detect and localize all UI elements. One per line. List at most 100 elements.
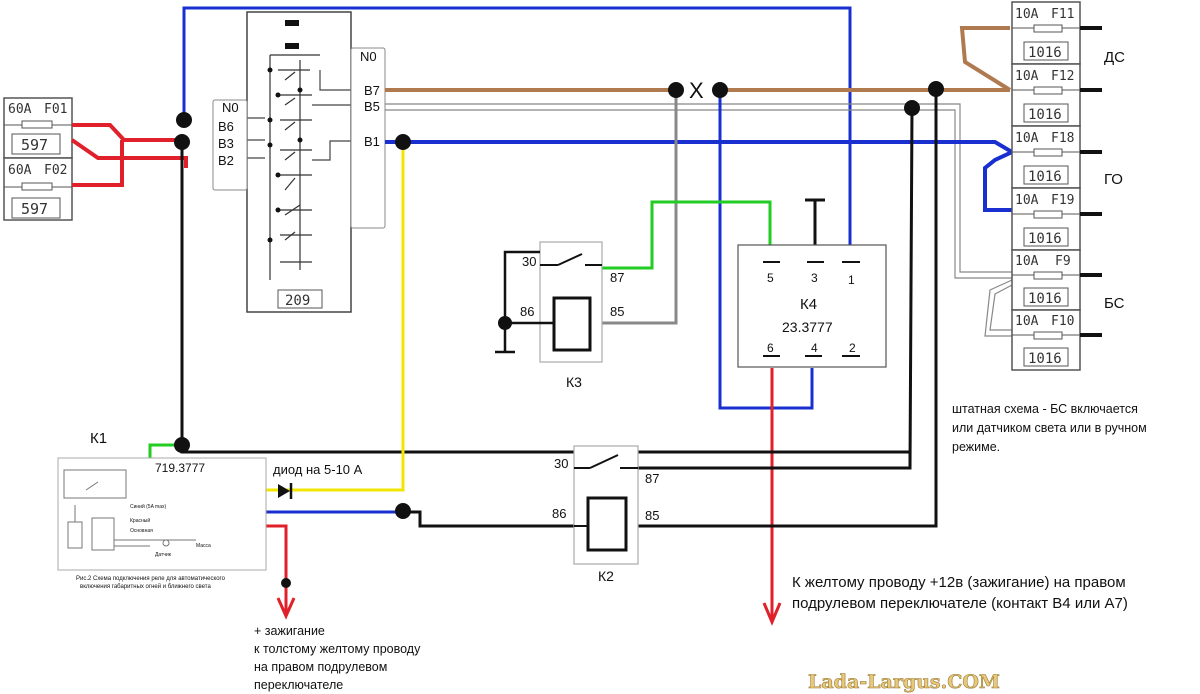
svg-text:F02: F02 — [44, 163, 67, 178]
black-wire-k2-85 — [628, 90, 938, 528]
svg-text:B2: B2 — [218, 153, 234, 168]
svg-text:2: 2 — [849, 341, 856, 355]
svg-text:B5: B5 — [364, 99, 380, 114]
svg-text:Масса: Масса — [196, 543, 211, 549]
note-ign-line2: к толстому желтому проводу — [254, 642, 421, 656]
svg-text:3: 3 — [811, 271, 818, 285]
green-wire-k3-k4 — [598, 200, 772, 270]
svg-text:F12: F12 — [1051, 69, 1074, 84]
blue-wire-k4 — [718, 90, 814, 410]
note-k4-line1: К желтому проводу +12в (зажигание) на пр… — [792, 574, 1126, 591]
svg-text:60A: 60A — [8, 102, 32, 117]
fuse-f9: 10A F9 1016 — [1011, 249, 1081, 311]
svg-text:N0: N0 — [222, 100, 239, 115]
svg-text:1016: 1016 — [1028, 231, 1062, 247]
note-standard-line2: или датчиком света или в ручном — [952, 421, 1147, 435]
svg-text:1016: 1016 — [1028, 107, 1062, 123]
svg-text:Датчик: Датчик — [155, 552, 172, 558]
svg-text:86: 86 — [520, 304, 534, 319]
svg-text:85: 85 — [610, 304, 624, 319]
svg-text:10A: 10A — [1015, 69, 1039, 84]
watermark: Lada-Largus.COM — [808, 671, 1000, 693]
fuse-block-right: 10A F11 1016 10A F12 1016 10A F18 1016 — [1011, 1, 1125, 371]
note-ignition: + зажигание к толстому желтому проводу н… — [254, 622, 420, 694]
svg-text:5: 5 — [767, 271, 774, 285]
svg-text:F10: F10 — [1051, 314, 1074, 329]
svg-text:1016: 1016 — [1028, 291, 1062, 307]
gray-wire-b5 — [385, 103, 1013, 337]
svg-text:209: 209 — [285, 293, 310, 309]
fuse-f10: 10A F10 1016 — [1011, 309, 1081, 371]
svg-text:1: 1 — [848, 273, 855, 287]
svg-text:Красный: Красный — [130, 517, 150, 524]
svg-text:1016: 1016 — [1028, 351, 1062, 367]
svg-text:N0: N0 — [360, 49, 377, 64]
brown-wire-b7 — [385, 26, 1012, 92]
group-bs: БС — [1104, 295, 1125, 312]
relay-k1: К1 719.3777 Синий (5A max) Красный Основ… — [57, 430, 267, 590]
blue-wire-b1 — [385, 140, 1017, 212]
svg-text:B7: B7 — [364, 83, 380, 98]
svg-text:10A: 10A — [1015, 314, 1039, 329]
svg-text:К3: К3 — [566, 374, 582, 390]
svg-text:Основная: Основная — [130, 528, 153, 534]
note-ign-line3: на правом подрулевом — [254, 660, 388, 674]
red-wire-k4-out — [762, 368, 782, 626]
svg-text:К1: К1 — [90, 430, 107, 447]
svg-text:1016: 1016 — [1028, 169, 1062, 185]
svg-text:F9: F9 — [1055, 254, 1071, 269]
group-go: ГО — [1104, 171, 1123, 188]
fuse-f19: 10A F19 1016 — [1011, 187, 1081, 251]
svg-text:30: 30 — [554, 456, 568, 471]
svg-text:10A: 10A — [1015, 7, 1039, 22]
svg-text:60A: 60A — [8, 163, 32, 178]
cut-mark: X — [689, 78, 704, 103]
svg-text:диод на 5-10 А: диод на 5-10 А — [273, 462, 363, 477]
note-standard-scheme: штатная схема - БС включается или датчик… — [952, 400, 1147, 457]
group-ds: ДС — [1104, 49, 1125, 66]
svg-text:B6: B6 — [218, 119, 234, 134]
diode: диод на 5-10 А — [273, 462, 363, 499]
svg-text:К2: К2 — [598, 568, 614, 584]
svg-text:10A: 10A — [1015, 254, 1039, 269]
svg-text:Рис.2 Схема подключения реле д: Рис.2 Схема подключения реле для автомат… — [76, 576, 226, 582]
svg-text:4: 4 — [811, 341, 818, 355]
svg-text:10A: 10A — [1015, 193, 1039, 208]
svg-text:К4: К4 — [800, 296, 817, 313]
note-k4-line2: подрулевом переключателе (контакт В4 или… — [792, 595, 1128, 612]
relay-k2: 30 87 86 85 К2 — [552, 445, 659, 584]
svg-text:F11: F11 — [1051, 7, 1074, 22]
k4-ground-stub — [805, 198, 825, 245]
fuse-f02: 60A F02 597 — [3, 157, 73, 221]
note-k4-output: К желтому проводу +12в (зажигание) на пр… — [792, 572, 1128, 614]
svg-text:6: 6 — [767, 341, 774, 355]
svg-text:F18: F18 — [1051, 131, 1074, 146]
svg-text:F19: F19 — [1051, 193, 1074, 208]
note-standard-line3: режиме. — [952, 440, 1001, 454]
svg-text:30: 30 — [522, 254, 536, 269]
note-ign-line4: переключателе — [254, 678, 344, 692]
svg-text:B3: B3 — [218, 136, 234, 151]
svg-text:B1: B1 — [364, 134, 380, 149]
svg-text:Синий (5A max): Синий (5A max) — [130, 503, 166, 510]
note-ign-line1: + зажигание — [254, 624, 325, 638]
column-switch-209: 209 N0 B6 B3 B2 N0 B7 B5 B1 — [212, 11, 386, 313]
svg-text:10A: 10A — [1015, 131, 1039, 146]
svg-text:85: 85 — [645, 508, 659, 523]
fuse-f12: 10A F12 1016 — [1011, 63, 1081, 127]
svg-text:597: 597 — [21, 200, 48, 218]
fuse-f01: 60A F01 597 — [3, 97, 73, 159]
svg-text:719.3777: 719.3777 — [155, 461, 205, 475]
svg-text:597: 597 — [21, 136, 48, 154]
junction-dots — [174, 81, 944, 588]
svg-text:23.3777: 23.3777 — [782, 319, 833, 335]
gray-wire-k3 — [598, 90, 678, 325]
svg-text:F01: F01 — [44, 102, 67, 117]
note-standard-line1: штатная схема - БС включается — [952, 402, 1138, 416]
svg-text:включения габаритных огней и б: включения габаритных огней и ближнего св… — [80, 583, 211, 590]
fuse-f11: 10A F11 1016 — [1011, 1, 1081, 65]
fuse-f18: 10A F18 1016 — [1011, 125, 1081, 189]
red-wires-left — [70, 123, 188, 187]
